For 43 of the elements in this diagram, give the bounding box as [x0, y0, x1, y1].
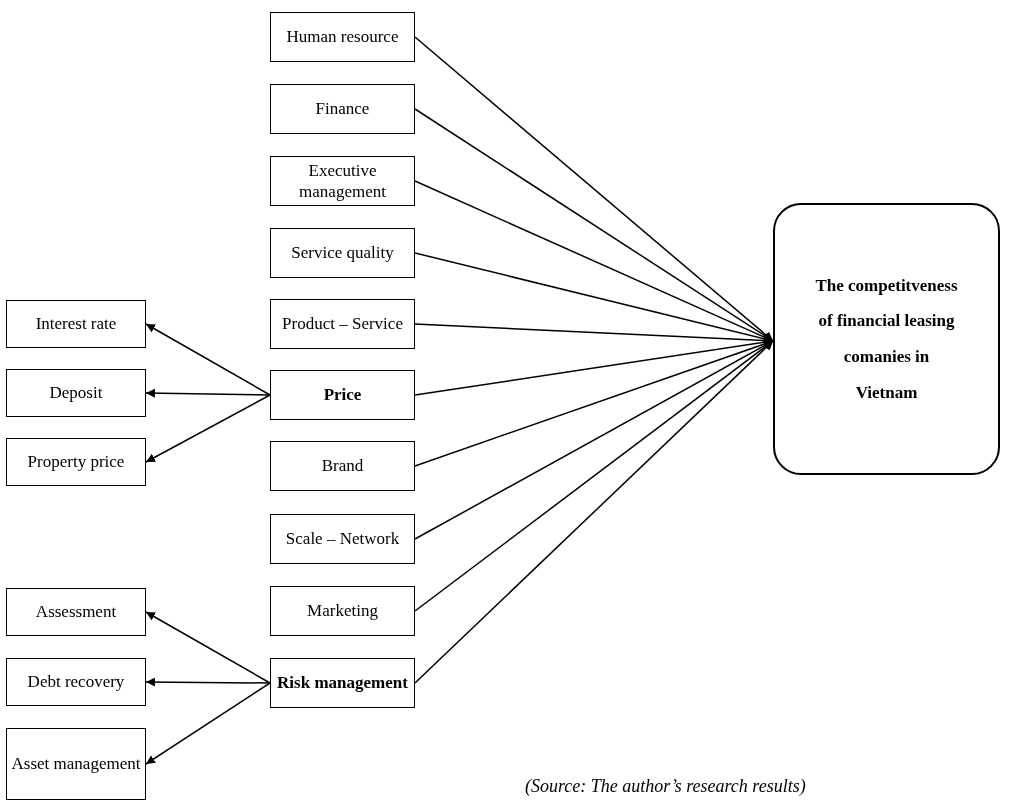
factor-box: [270, 658, 415, 708]
factor-box: [6, 438, 146, 486]
arrow: [145, 394, 271, 463]
arrow: [414, 340, 774, 684]
node-label: Debt recovery: [27, 671, 125, 693]
factor-box: [270, 586, 415, 636]
arrow: [145, 682, 271, 765]
arrow: [145, 677, 271, 687]
node-label: Assessment: [35, 601, 117, 623]
node-label: Brand: [321, 455, 364, 477]
node-label: Interest rate: [35, 313, 117, 335]
node-label: Finance: [315, 98, 370, 120]
node-label: Asset management: [11, 753, 141, 775]
factor-box: [6, 728, 146, 800]
factor-box: [6, 300, 146, 348]
caption: (Source: The author’s research results): [525, 776, 806, 797]
factor-box: [270, 228, 415, 278]
factor-box: [6, 588, 146, 636]
rounded-box: [773, 203, 1000, 475]
factor-box: [6, 369, 146, 417]
factor-box: [270, 84, 415, 134]
node-label: Risk management: [277, 672, 408, 694]
node-label: Service quality: [291, 242, 394, 264]
node-label: Executive management: [298, 159, 387, 203]
factor-box: [270, 370, 415, 420]
arrow: [145, 611, 271, 684]
arrow: [414, 108, 774, 342]
node-label: The competitveness of financial leasing comanies in Vietnam: [814, 274, 959, 404]
node-label: Scale – Network: [285, 528, 400, 550]
factor-box: [270, 441, 415, 491]
node-label: Price: [323, 384, 362, 406]
factor-box: [270, 299, 415, 349]
factor-box: [270, 514, 415, 564]
arrow: [145, 388, 271, 398]
factor-box: [270, 12, 415, 62]
node-label: Human resource: [286, 26, 399, 48]
node-label: Property price: [27, 451, 125, 473]
node-label: Product – Service: [282, 313, 403, 335]
factor-box: [270, 156, 415, 206]
node-label: Marketing: [307, 600, 378, 622]
arrow: [145, 323, 271, 396]
node-label: Deposit: [49, 382, 103, 404]
factor-box: [6, 658, 146, 706]
